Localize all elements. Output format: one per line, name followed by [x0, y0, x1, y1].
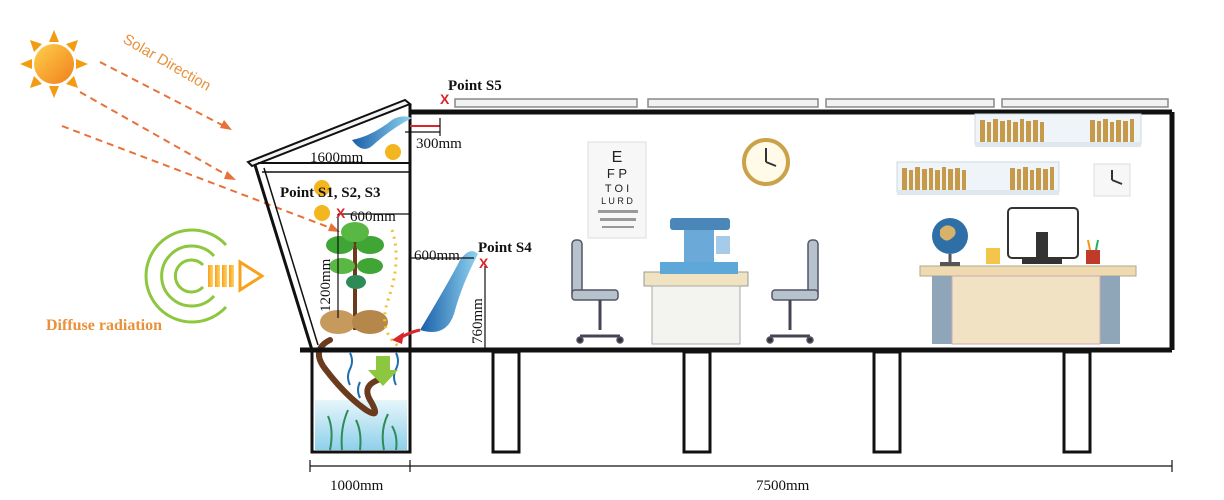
dimension-1000mm: 1000mm — [330, 478, 384, 494]
globe-icon — [932, 218, 968, 266]
dimension-1200mm: 1200mm — [318, 258, 334, 312]
airflow-ribbon-top — [352, 116, 412, 149]
marker-s5: X — [440, 91, 450, 107]
eye-chart-row-4: L U R D — [601, 196, 633, 206]
airflow-ribbon-inlet — [392, 251, 478, 344]
dimension-7500mm: 7500mm — [756, 478, 810, 494]
diffuse-radiation-icon — [144, 228, 265, 324]
dimension-600mm-sunspace: 600mm — [350, 209, 396, 225]
dimension-lines — [309, 118, 1173, 472]
plant-icon — [320, 222, 388, 334]
chair-right-icon — [766, 239, 819, 344]
solar-arrowheads — [220, 120, 340, 232]
computer-monitor-icon — [1007, 207, 1079, 264]
office-desk — [919, 265, 1137, 345]
diffuse-radiation-label: Diffuse radiation — [46, 317, 162, 334]
bookshelf-lower — [896, 161, 1060, 195]
bookshelf-upper — [974, 113, 1142, 147]
roof-panels — [454, 98, 1169, 108]
dimension-300mm: 300mm — [416, 136, 462, 152]
circulation-indicator-icon — [314, 144, 401, 221]
eye-chart-row-3: T O I — [605, 183, 629, 195]
building-shell — [300, 109, 1175, 353]
small-clock-icon — [1093, 163, 1131, 197]
solar-direction-arrows — [61, 61, 337, 231]
wall-clock-icon — [742, 138, 790, 186]
point-s1-s2-s3-label: Point S1, S2, S3 — [280, 185, 380, 201]
eye-chart-row-1: E — [612, 149, 623, 166]
plant-root — [316, 337, 381, 417]
cup-icon — [986, 248, 1000, 264]
aquatic-plants — [327, 409, 398, 451]
dimension-760mm: 760mm — [470, 298, 486, 344]
point-s4-label: Point S4 — [478, 240, 532, 256]
marker-s4: X — [479, 255, 489, 271]
dimension-1600mm: 1600mm — [310, 150, 364, 166]
chair-left-icon — [571, 239, 624, 344]
sun-icon — [20, 30, 88, 98]
pen-holder-icon — [1086, 239, 1100, 264]
airflow-dotted-path — [383, 229, 399, 348]
eye-chart-row-2: F P — [607, 166, 627, 181]
green-flow-arrow — [368, 356, 398, 386]
solar-direction-label: Solar Direction — [120, 31, 214, 95]
upward-vapor-arrows — [347, 352, 399, 399]
dimension-600mm-room: 600mm — [414, 248, 460, 264]
point-s5-label: Point S5 — [448, 78, 502, 94]
marker-s123: X — [336, 205, 346, 221]
eye-chart: E F P T O I L U R D — [587, 141, 647, 239]
exam-table — [643, 218, 749, 345]
building-piers — [491, 350, 1092, 454]
